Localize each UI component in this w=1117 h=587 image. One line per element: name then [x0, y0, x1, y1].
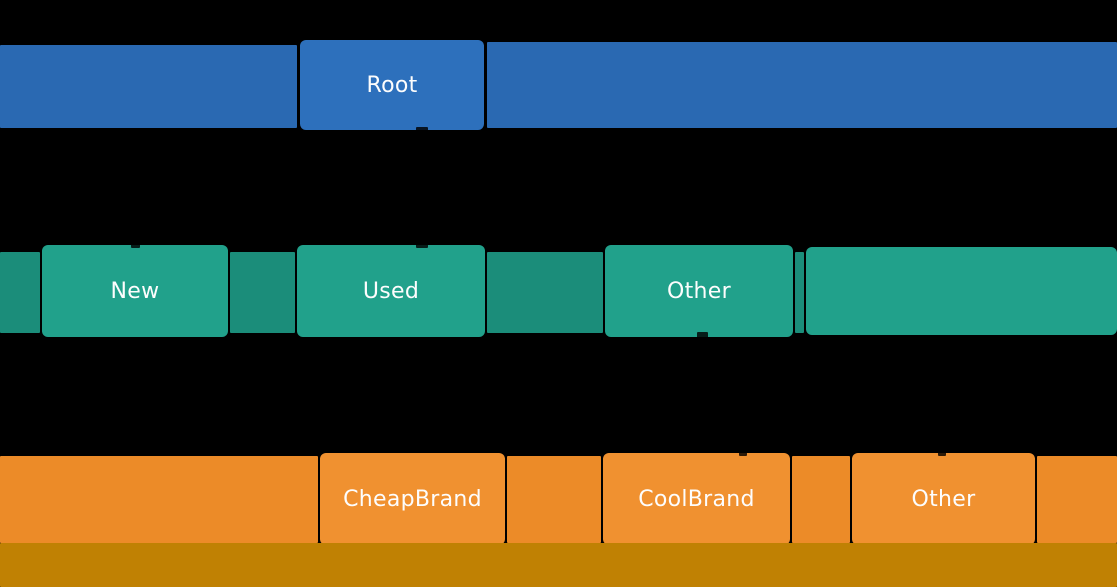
brand-band-b	[507, 456, 601, 543]
leaf-band	[0, 543, 1117, 587]
condition-other-node-label: Other	[667, 278, 731, 304]
root-band-left	[0, 45, 297, 128]
stub-above-used	[416, 243, 428, 248]
new-node-label: New	[110, 278, 160, 304]
condition-other-node[interactable]: Other	[605, 245, 793, 337]
coolbrand-node[interactable]: CoolBrand	[603, 453, 790, 545]
stub-below-condition-other	[697, 332, 708, 338]
brand-band-d	[1037, 456, 1117, 543]
brand-band-c	[792, 456, 850, 543]
brand-band-a	[0, 456, 318, 543]
condition-band-c	[487, 252, 603, 333]
condition-wide-node[interactable]	[806, 247, 1117, 335]
condition-band-a	[0, 252, 40, 333]
condition-band-d	[795, 252, 804, 333]
stub-below-root	[416, 127, 428, 132]
condition-band-b	[230, 252, 295, 333]
brand-other-node[interactable]: Other	[852, 453, 1035, 545]
stub-above-brand-other	[938, 452, 946, 456]
root-node-label: Root	[366, 72, 418, 98]
coolbrand-node-label: CoolBrand	[638, 486, 755, 512]
brand-other-node-label: Other	[911, 486, 976, 512]
root-node[interactable]: Root	[300, 40, 484, 130]
cheapbrand-node[interactable]: CheapBrand	[320, 453, 505, 545]
used-node[interactable]: Used	[297, 245, 485, 337]
root-band-right	[487, 42, 1117, 128]
stub-above-new	[131, 243, 140, 248]
used-node-label: Used	[362, 278, 420, 304]
new-node[interactable]: New	[42, 245, 228, 337]
cheapbrand-node-label: CheapBrand	[343, 486, 482, 512]
stub-above-coolbrand	[739, 452, 747, 456]
